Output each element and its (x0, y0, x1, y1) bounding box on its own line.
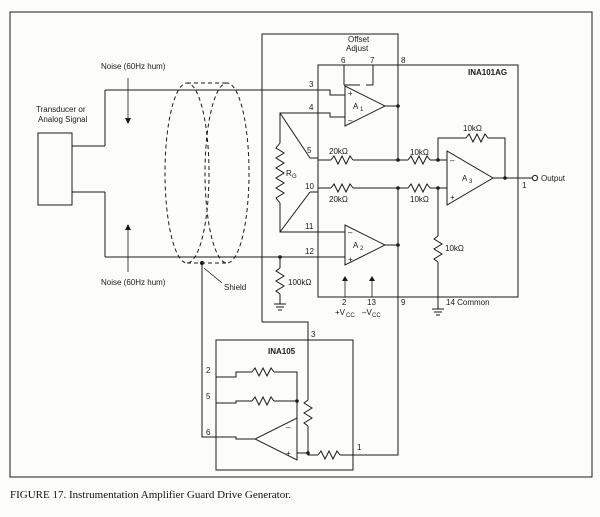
ina101ag-label: INA101AG (468, 68, 507, 77)
figure-caption: FIGURE 17. Instrumentation Amplifier Gua… (10, 489, 292, 501)
pin-12: 12 (305, 247, 314, 256)
ina105-pin-5: 5 (206, 392, 211, 401)
pin-10: 10 (305, 182, 314, 191)
pin-1: 1 (522, 181, 527, 190)
vcc-minus-label: –V (362, 308, 372, 317)
resistor-100k (275, 267, 285, 295)
svg-text:CC: CC (372, 313, 381, 319)
svg-text:A: A (353, 102, 359, 111)
label-100k: 100kΩ (288, 278, 311, 287)
svg-text:+: + (348, 255, 353, 264)
pin-6: 6 (341, 56, 346, 65)
shield-drive-wire (201, 263, 216, 438)
ina105-pin-2: 2 (206, 366, 211, 375)
output-terminal (531, 174, 539, 182)
ina105-resistor-2 (251, 395, 275, 407)
amp-a3 (446, 150, 494, 206)
svg-text:–: – (286, 423, 291, 432)
pin-8: 8 (401, 56, 406, 65)
noise-top-label: Noise (60Hz hum) (101, 62, 166, 71)
pin-7: 7 (370, 56, 375, 65)
output-label: Output (541, 174, 566, 183)
shield-ellipse-right (204, 82, 250, 264)
transducer-box (37, 132, 73, 206)
svg-text:+: + (450, 193, 455, 202)
rg-label: R (286, 169, 292, 178)
amp-a1 (344, 85, 387, 127)
svg-text:A: A (462, 174, 468, 183)
svg-text:2: 2 (360, 246, 364, 252)
pin-3: 3 (309, 80, 314, 89)
ina105-pin-6: 6 (206, 428, 211, 437)
ina105-pin-3: 3 (311, 330, 316, 339)
pin-9: 9 (401, 298, 406, 307)
guard-drive-wire (261, 33, 399, 322)
svg-text:+: + (348, 89, 353, 98)
svg-text:–: – (450, 156, 455, 165)
pin9-feedback-wire (353, 297, 399, 456)
label-10k-feedback: 10kΩ (463, 124, 482, 133)
pin-4: 4 (309, 103, 314, 112)
resistor-20k-top (330, 154, 354, 166)
common-label: 14 Common (446, 298, 490, 307)
pin-11: 11 (305, 222, 314, 231)
ina105-resistor-3 (303, 399, 313, 427)
resistor-10k-gnd (433, 235, 443, 263)
transducer-label-1: Transducer or (36, 105, 86, 114)
ina105-pin-1: 1 (357, 443, 362, 452)
label-20k-bottom: 20kΩ (329, 195, 348, 204)
pin-2: 2 (342, 298, 347, 307)
svg-text:–: – (348, 228, 353, 237)
ina105-resistor-1 (251, 366, 275, 378)
amp-a2 (344, 224, 387, 266)
vcc-plus-label: +V (335, 308, 346, 317)
resistor-10k-feedback (465, 132, 489, 144)
shield-ellipse-left (164, 82, 210, 264)
rg-resistor (275, 142, 285, 204)
svg-text:–: – (348, 116, 353, 125)
svg-text:G: G (292, 174, 297, 180)
pin-13: 13 (367, 298, 376, 307)
label-10k-mid: 10kΩ (410, 195, 429, 204)
label-10k-gnd: 10kΩ (445, 244, 464, 253)
label-10k-top: 10kΩ (410, 148, 429, 157)
resistor-10k-mid (407, 182, 431, 194)
ina105-amp (253, 417, 298, 461)
offset-label-2: Adjust (346, 44, 369, 53)
resistor-20k-bottom (330, 182, 354, 194)
ina105-box (215, 339, 354, 471)
ina105-label: INA105 (268, 347, 296, 356)
svg-text:+: + (286, 449, 291, 458)
svg-text:CC: CC (346, 313, 355, 319)
resistor-10k-top (407, 154, 431, 166)
svg-text:1: 1 (360, 107, 364, 113)
label-20k-top: 20kΩ (329, 147, 348, 156)
svg-text:A: A (353, 241, 359, 250)
input-line-top (105, 89, 345, 96)
shield-label: Shield (224, 283, 246, 292)
noise-bottom-label: Noise (60Hz hum) (101, 278, 166, 287)
pin-5: 5 (307, 146, 312, 155)
figure-frame (9, 11, 593, 478)
offset-label-1: Offset (348, 35, 370, 44)
ina105-resistor-4 (317, 449, 341, 461)
svg-text:3: 3 (469, 179, 473, 185)
transducer-label-2: Analog Signal (38, 115, 88, 124)
